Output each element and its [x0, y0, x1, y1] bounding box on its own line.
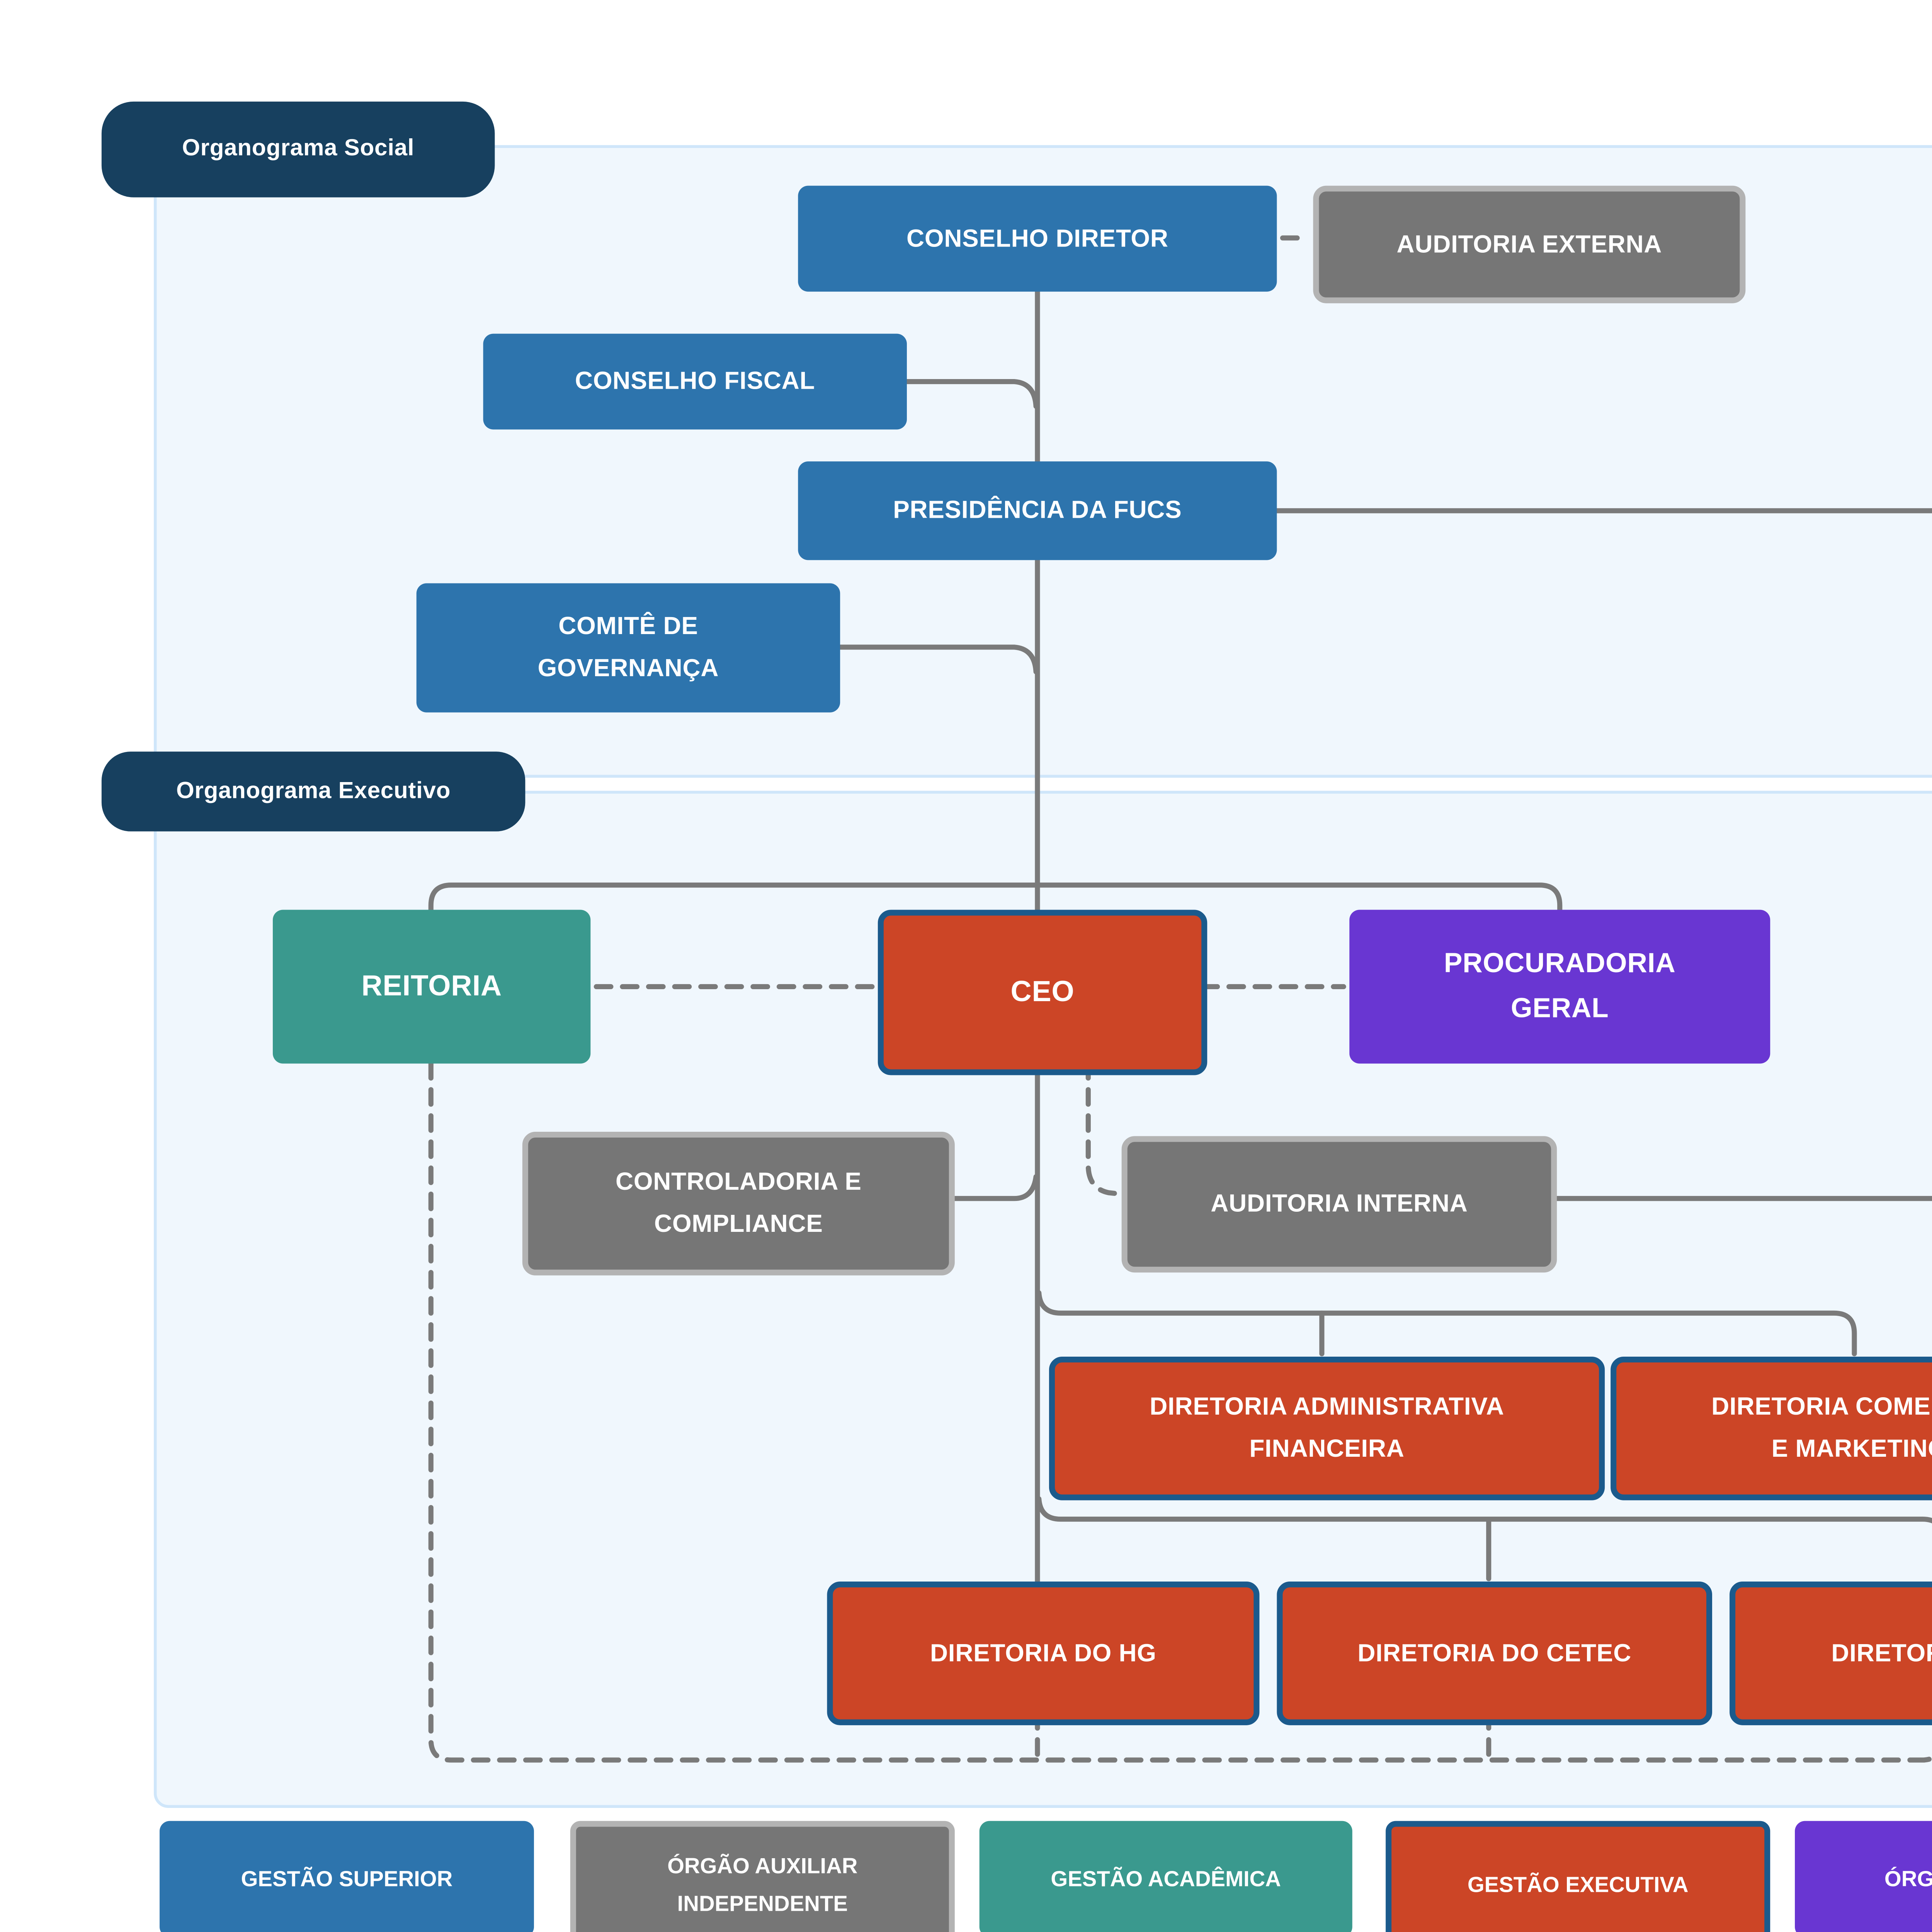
edge-presidencia-auditoria-interna — [1274, 508, 1932, 1201]
node-controladoria-line2: COMPLIANCE — [654, 1210, 823, 1238]
legend-orgao-auxiliar-line1: ÓRGÃO AUXILIAR — [667, 1854, 858, 1878]
badge-organograma-executivo: Organograma Executivo — [101, 752, 526, 832]
legend-gestao-executiva: GESTÃO EXECUTIVA — [1386, 1821, 1770, 1932]
node-reitoria-label: REITORIA — [361, 970, 502, 1002]
edge-comite-governanca-trunk — [837, 645, 1039, 675]
legend-gestao-superior-label: GESTÃO SUPERIOR — [241, 1866, 453, 1891]
node-diretoria-ucsfm: DIRETORIA UCSFM — [1730, 1582, 1932, 1725]
badge-organograma-executivo-label: Organograma Executivo — [176, 778, 451, 803]
node-auditoria-externa: AUDITORIA EXTERNA — [1313, 185, 1746, 303]
edge-dir-ucsfm-dashed-drop — [1921, 1755, 1932, 1763]
node-ceo-label: CEO — [1010, 976, 1075, 1008]
edge-branch-diretorias-row1 — [1036, 1290, 1857, 1357]
node-dir-comercial-line1: DIRETORIA COMERCIAL — [1711, 1393, 1932, 1421]
node-procuradoria-geral-line2: GERAL — [1510, 993, 1609, 1024]
node-comite-governanca-line1: COMITÊ DE — [558, 612, 698, 640]
node-dir-hg-label: DIRETORIA DO HG — [930, 1639, 1156, 1667]
node-procuradoria-geral: PROCURADORIA GERAL — [1349, 910, 1770, 1064]
legend-orgao-juridico-label: ÓRGÃO JURÍDICO — [1884, 1866, 1932, 1891]
node-conselho-fiscal-label: CONSELHO FISCAL — [575, 367, 815, 395]
node-dir-admin-line2: FINANCEIRA — [1249, 1435, 1405, 1463]
edge-controladoria-trunk — [940, 1174, 1039, 1201]
node-presidencia-fucs: PRESIDÊNCIA DA FUCS — [798, 461, 1277, 560]
node-dir-comercial-line2: E MARKETING — [1771, 1435, 1932, 1463]
node-conselho-diretor-label: CONSELHO DIRETOR — [906, 224, 1168, 252]
legend-gestao-academica-label: GESTÃO ACADÊMICA — [1051, 1866, 1281, 1891]
node-auditoria-externa-label: AUDITORIA EXTERNA — [1396, 230, 1662, 258]
edge-split-reitoria-procuradoria — [428, 883, 1563, 913]
node-presidencia-fucs-label: PRESIDÊNCIA DA FUCS — [893, 496, 1182, 524]
node-dir-cetec-label: DIRETORIA DO CETEC — [1357, 1639, 1632, 1667]
node-reitoria: REITORIA — [272, 910, 591, 1064]
badge-organograma-social-label: Organograma Social — [182, 136, 415, 161]
node-auditoria-interna-label: AUDITORIA INTERNA — [1211, 1190, 1468, 1218]
node-diretoria-comercial-marketing: DIRETORIA COMERCIAL E MARKETING — [1611, 1357, 1932, 1500]
node-conselho-diretor: CONSELHO DIRETOR — [798, 185, 1277, 292]
node-dir-admin-line1: DIRETORIA ADMINISTRATIVA — [1150, 1393, 1504, 1421]
node-controladoria-line1: CONTROLADORIA E — [616, 1168, 862, 1196]
node-comite-governanca: COMITÊ DE GOVERNANÇA — [416, 583, 840, 713]
node-diretoria-do-hg: DIRETORIA DO HG — [827, 1582, 1260, 1725]
node-diretoria-do-cetec: DIRETORIA DO CETEC — [1277, 1582, 1713, 1725]
legend-orgao-auxiliar-line2: INDEPENDENTE — [677, 1891, 848, 1916]
node-controladoria-compliance: CONTROLADORIA E COMPLIANCE — [522, 1131, 955, 1276]
node-comite-governanca-line2: GOVERNANÇA — [537, 654, 719, 682]
legend-gestao-executiva-label: GESTÃO EXECUTIVA — [1467, 1872, 1689, 1897]
legend-gestao-superior: GESTÃO SUPERIOR — [160, 1821, 534, 1932]
legend-orgao-auxiliar-independente: ÓRGÃO AUXILIAR INDEPENDENTE — [570, 1821, 955, 1932]
edge-ceo-auditoria-interna — [1085, 1061, 1124, 1197]
node-procuradoria-geral-line1: PROCURADORIA — [1444, 948, 1676, 979]
legend-gestao-academica: GESTÃO ACADÊMICA — [979, 1821, 1352, 1932]
edge-reitoria-diretorias-dashed — [428, 1061, 1927, 1763]
node-auditoria-interna: AUDITORIA INTERNA — [1121, 1136, 1557, 1273]
edge-conselho-fiscal-trunk — [904, 379, 1039, 409]
node-conselho-fiscal: CONSELHO FISCAL — [483, 333, 907, 430]
node-ceo: CEO — [878, 910, 1208, 1075]
badge-organograma-social: Organograma Social — [101, 101, 495, 197]
node-diretoria-administrativa-financeira: DIRETORIA ADMINISTRATIVA FINANCEIRA — [1049, 1357, 1605, 1500]
edge-branch-diretorias-row2 — [1036, 1496, 1932, 1524]
legend-orgao-juridico: ÓRGÃO JURÍDICO — [1795, 1821, 1932, 1932]
node-dir-ucsfm-label: DIRETORIA UCSFM — [1831, 1639, 1932, 1667]
